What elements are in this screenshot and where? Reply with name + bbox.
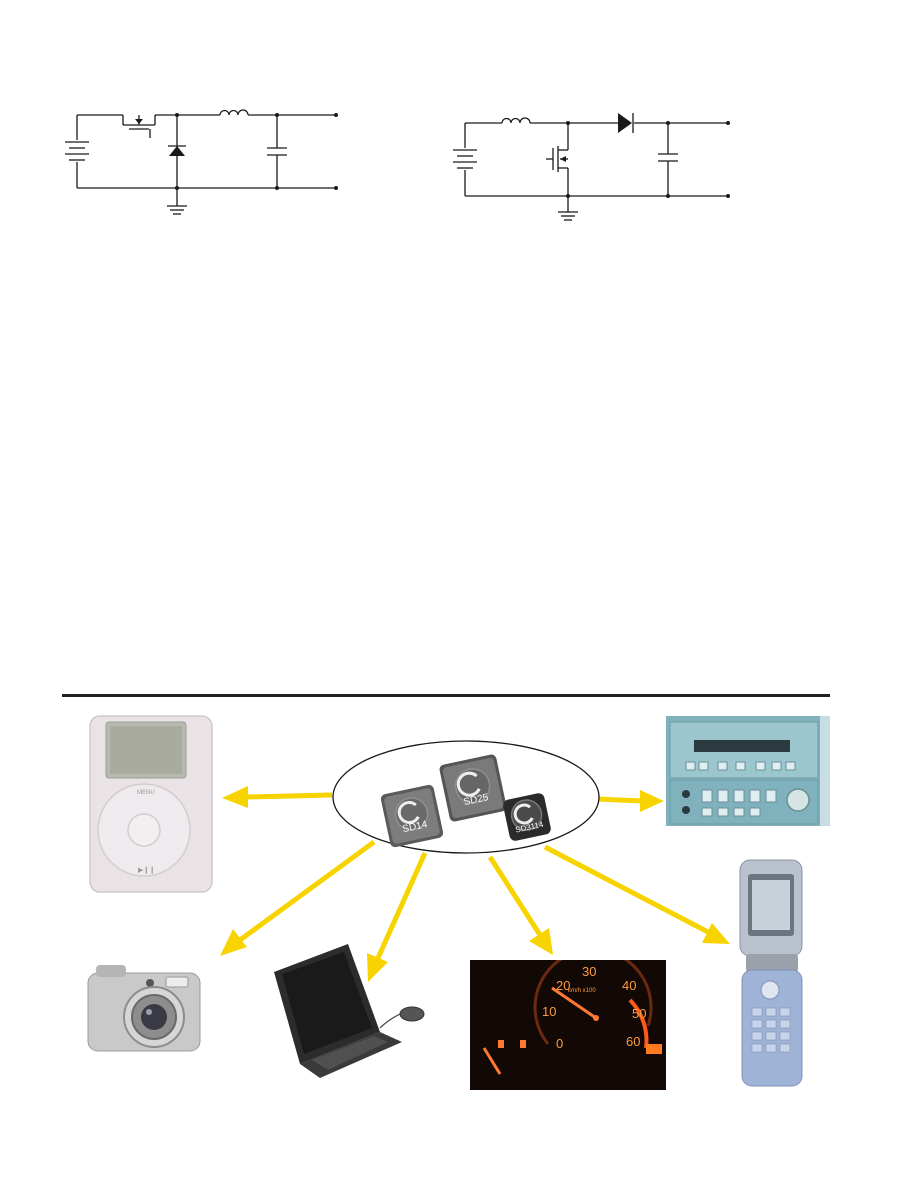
inductor-symbol xyxy=(501,117,531,124)
laptop-icon xyxy=(274,944,425,1078)
arrow-to-instrument xyxy=(597,790,664,812)
diode-symbol xyxy=(618,113,634,133)
arrow-to-mp3-player xyxy=(222,786,333,808)
gauge-tick: 10 xyxy=(542,1004,556,1019)
buck-converter-schematic xyxy=(65,109,338,215)
battery-symbol xyxy=(65,115,89,188)
inductor-chip-icon: SD3114 xyxy=(503,793,551,841)
gauge-unit: km/h x100 xyxy=(568,988,596,994)
gauge-tick: 20 xyxy=(556,978,570,993)
gauge-tick: 30 xyxy=(582,964,596,979)
speedometer-icon: 0 10 20 30 40 50 60 km/h x100 xyxy=(470,960,666,1090)
output-terminal xyxy=(334,113,338,117)
inductor-symbol xyxy=(219,109,249,116)
mosfet-switch-symbol xyxy=(122,115,156,138)
ground-symbol xyxy=(558,196,578,221)
mosfet-switch-symbol xyxy=(546,121,570,198)
capacitor-symbol xyxy=(658,121,678,198)
ground-symbol xyxy=(167,188,187,215)
gauge-tick: 40 xyxy=(622,978,636,993)
output-terminal xyxy=(726,194,730,198)
section-divider xyxy=(62,694,830,697)
arrow-to-gauge xyxy=(487,855,553,955)
gauge-tick: 60 xyxy=(626,1034,640,1049)
arrow-to-phone xyxy=(543,844,730,944)
gauge-tick: 50 xyxy=(632,1006,646,1021)
capacitor-symbol xyxy=(267,113,287,190)
svg-text:▶❙❙: ▶❙❙ xyxy=(138,866,155,874)
music-player-icon: MENU ▶❙❙ xyxy=(89,715,213,893)
chip-label: SD25 xyxy=(463,792,490,808)
output-terminal xyxy=(726,121,730,125)
inductor-chip-icon: SD25 xyxy=(439,754,507,822)
camera-icon xyxy=(87,965,201,1052)
gauge-tick: 0 xyxy=(556,1036,563,1051)
instrument-panel-icon xyxy=(666,716,830,826)
arrow-to-laptop xyxy=(367,851,428,982)
arrow-to-camera xyxy=(220,839,376,956)
inductor-chip-icon: SD14 xyxy=(380,784,444,848)
boost-converter-schematic xyxy=(453,113,730,221)
chip-label: SD14 xyxy=(402,819,429,835)
battery-symbol xyxy=(453,123,477,196)
phone-icon xyxy=(739,859,803,1087)
svg-text:MENU: MENU xyxy=(137,790,155,796)
inductor-hub: SD14 SD25 SD3114 xyxy=(332,740,600,854)
output-terminal xyxy=(334,186,338,190)
